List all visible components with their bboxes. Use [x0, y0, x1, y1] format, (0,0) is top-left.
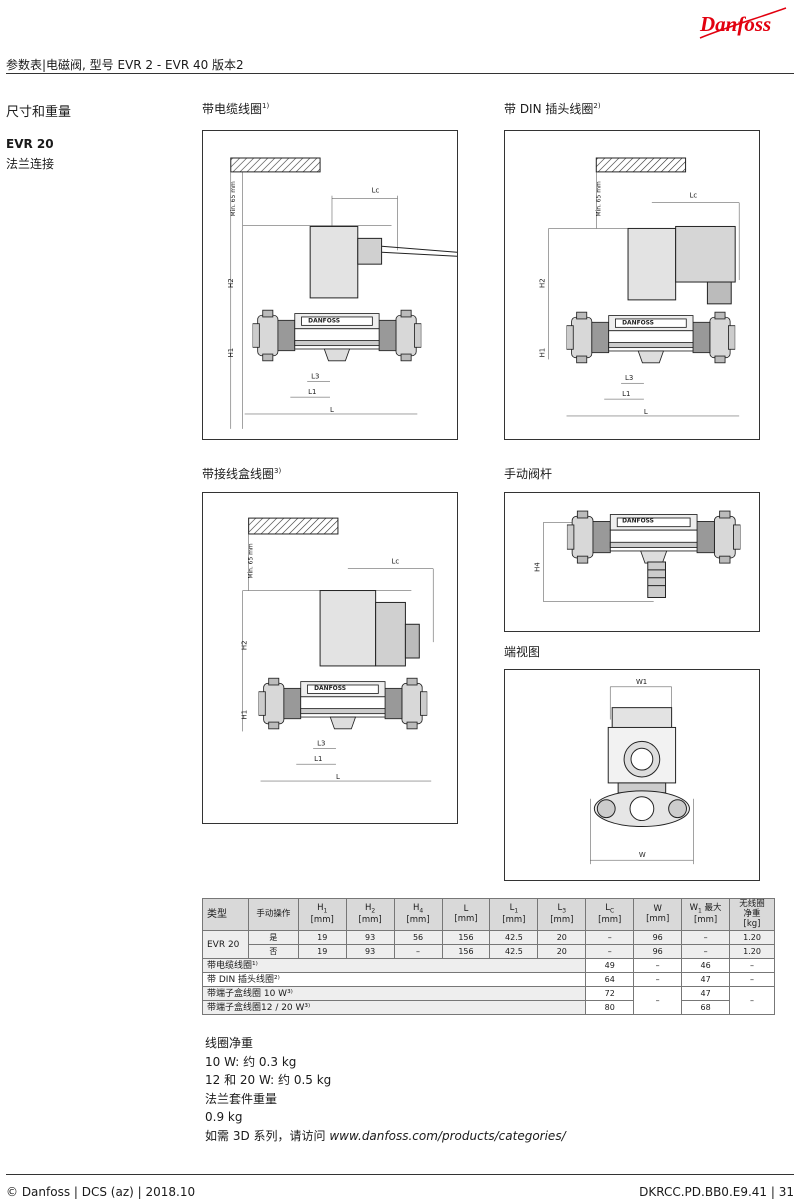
table-row: 带端子盒线圈 10 W³⁾ 72 – 47 – — [201, 986, 775, 1016]
label-min-65: Min. 65 mm — [230, 181, 237, 217]
label-l1: L1 — [622, 390, 630, 398]
coil-weight-10w: 10 W: 约 0.3 kg — [205, 1054, 297, 1069]
caption-junction-coil: 带接线盒线圈3) — [202, 467, 282, 481]
model-connection-type: 法兰连接 — [6, 157, 55, 171]
figure-end-view: W1 Danfoss W — [504, 669, 760, 881]
figure-cable-coil: Min. 65 mm H2 H1 Lc DANFOSS L3 L1 L — [202, 130, 458, 440]
col-w: W[mm] — [633, 897, 683, 932]
label-min-65: Min. 65 mm — [595, 181, 602, 217]
table-row: 带 DIN 插头线圈²⁾ 64 – 47 – — [201, 972, 775, 988]
col-lc: LC[mm] — [585, 897, 635, 932]
products-link[interactable]: www.danfoss.com/products/categories/ — [329, 1128, 566, 1143]
label-w: W — [639, 851, 646, 859]
label-l: L — [644, 408, 648, 416]
label-l3: L3 — [625, 374, 633, 382]
coil-weight-12-20w: 12 和 20 W: 约 0.5 kg — [205, 1073, 332, 1088]
label-l1: L1 — [314, 755, 322, 763]
footer-copyright: © Danfoss | DCS (az) | 2018.10 — [6, 1185, 196, 1199]
col-l3: L3[mm] — [537, 897, 587, 932]
coil-weight-title: 线圈净重 — [205, 1036, 254, 1050]
col-l1: L1[mm] — [489, 897, 539, 932]
visit-3d-note: 如需 3D 系列，请访问 www.danfoss.com/products/ca… — [205, 1128, 566, 1143]
col-manual: 手动操作 — [247, 897, 299, 932]
col-h1: H1[mm] — [297, 897, 347, 932]
label-w1: W1 — [636, 678, 647, 686]
caption-manual-stem: 手动阀杆 — [504, 467, 553, 481]
col-l: L[mm] — [441, 897, 491, 932]
label-min-65: Min. 65 mm — [248, 543, 255, 579]
flange-weight-value: 0.9 kg — [205, 1110, 243, 1125]
label-lc: Lc — [392, 558, 400, 566]
label-h2: H2 — [227, 278, 235, 288]
table-row: 带电缆线圈¹⁾ 49 – 46 – — [201, 958, 775, 974]
header-divider — [6, 73, 794, 74]
label-h1: H1 — [227, 348, 235, 358]
label-h2: H2 — [539, 278, 547, 288]
caption-cable-coil: 带电缆线圈1) — [202, 102, 270, 116]
figure-junction-coil: Min. 65 mm H2 H1 Lc DANFOSS L3 L1 L — [202, 492, 458, 824]
table-row: EVR 20 是 19 93 56 156 42.5 20 – 96 – 1.2… — [202, 930, 775, 960]
label-h4: H4 — [533, 562, 541, 572]
label-lc: Lc — [372, 187, 380, 195]
label-l: L — [336, 773, 340, 781]
col-weight: 无线圈 净重 [kg] — [729, 897, 775, 932]
label-l3: L3 — [317, 739, 325, 747]
valve-label-danfoss: DANFOSS — [622, 320, 654, 327]
model-name: EVR 20 — [6, 137, 54, 151]
col-w1: W1 最大[mm] — [681, 897, 731, 932]
label-l1: L1 — [308, 388, 316, 396]
page-header-title: 参数表|电磁阀, 型号 EVR 2 - EVR 40 版本2 — [6, 58, 244, 72]
label-h1: H1 — [539, 348, 547, 358]
table-row: 否 19 93 – 156 42.5 20 – 96 – 1.20 — [202, 944, 775, 960]
footer-divider — [6, 1174, 794, 1175]
label-h2: H2 — [241, 640, 249, 650]
table-header-row: 类型 手动操作 H1[mm] H2[mm] H4[mm] L[mm] L1[mm… — [202, 897, 775, 932]
col-h2: H2[mm] — [345, 897, 395, 932]
label-lc: Lc — [690, 192, 698, 200]
figure-din-coil: Min. 65 mm H2 H1 Lc DANFOSS L3 L1 L — [504, 130, 760, 440]
weight-notes: 线圈净重 10 W: 约 0.3 kg 12 和 20 W: 约 0.5 kg … — [205, 1034, 566, 1146]
footer-doc-id: DKRCC.PD.BB0.E9.41 | 31 — [639, 1185, 794, 1199]
valve-label-danfoss: DANFOSS — [308, 318, 340, 325]
label-l3: L3 — [311, 372, 319, 380]
section-title: 尺寸和重量 — [6, 105, 72, 120]
valve-label-danfoss: DANFOSS — [314, 685, 346, 692]
figure-manual-stem: H4 DANFOSS — [504, 492, 760, 632]
dimensions-table: 类型 手动操作 H1[mm] H2[mm] H4[mm] L[mm] L1[mm… — [201, 897, 775, 1016]
col-type: 类型 — [202, 897, 249, 932]
caption-din-coil: 带 DIN 插头线圈2) — [504, 102, 601, 116]
valve-label-danfoss: DANFOSS — [622, 519, 654, 525]
label-h1: H1 — [241, 710, 249, 720]
danfoss-logo: Danfoss — [694, 4, 790, 44]
flange-weight-title: 法兰套件重量 — [205, 1091, 278, 1106]
col-h4: H4[mm] — [393, 897, 443, 932]
label-l: L — [330, 406, 334, 414]
logo-wordmark: Danfoss — [699, 12, 771, 36]
table-row: 带端子盒线圈12 / 20 W³⁾ 80 68 — [201, 1000, 775, 1016]
caption-end-view: 端视图 — [504, 645, 541, 659]
cell-model: EVR 20 — [202, 930, 249, 960]
